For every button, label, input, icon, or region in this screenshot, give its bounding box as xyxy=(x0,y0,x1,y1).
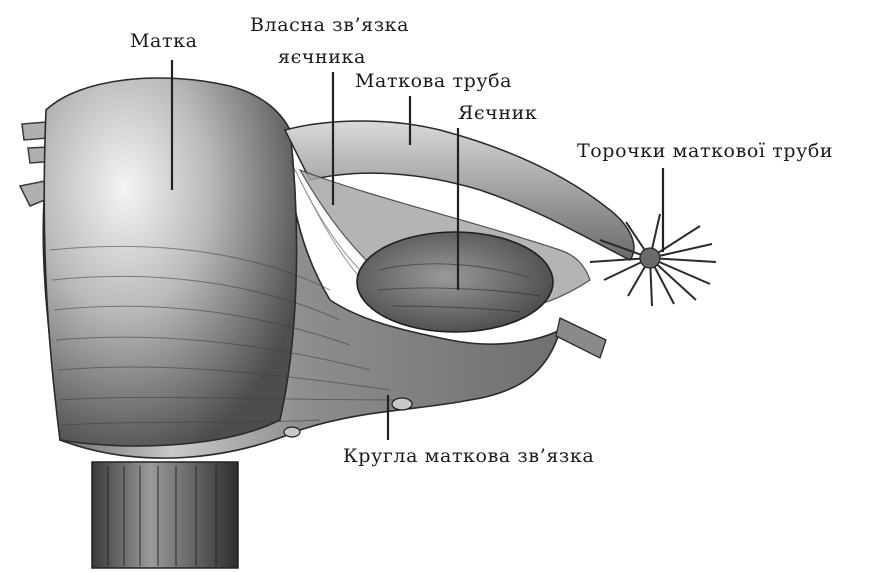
uterus-body xyxy=(44,78,296,446)
label-uterus: Матка xyxy=(130,30,198,52)
label-fallopian-tube: Маткова труба xyxy=(355,70,512,92)
label-fimbriae: Торочки маткової труби xyxy=(577,140,833,162)
label-ovary: Яєчник xyxy=(458,102,537,124)
ovary-shape xyxy=(357,232,553,332)
label-round-ligament: Кругла маткова зв’язка xyxy=(343,445,594,467)
label-ovarian-ligament-line2: яєчника xyxy=(278,46,366,68)
label-ovarian-ligament-line1: Власна зв’язка xyxy=(250,14,409,36)
